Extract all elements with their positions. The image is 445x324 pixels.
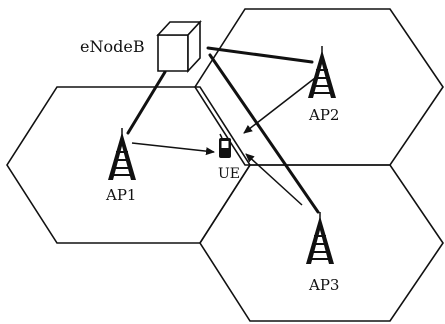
backhaul-link-ap2 xyxy=(206,46,314,64)
backhaul-link-ap3 xyxy=(208,53,320,214)
ap3-tower-icon xyxy=(306,212,334,264)
signal-arrow-ap3 xyxy=(245,153,303,206)
enodeb-label: eNodeB xyxy=(80,37,145,56)
ap1-tower-icon xyxy=(108,128,136,180)
backhaul-link-ap1 xyxy=(126,70,167,135)
signal-arrow-ap1 xyxy=(131,142,215,156)
cell-hexagon-ap3 xyxy=(199,164,444,322)
ue-phone-icon xyxy=(219,133,231,158)
ap2-label: AP2 xyxy=(308,106,339,124)
ap2-tower-icon xyxy=(308,46,336,98)
ap3-label: AP3 xyxy=(308,276,339,294)
enodeb-cube-icon xyxy=(156,19,202,74)
ap1-label: AP1 xyxy=(105,186,136,204)
signal-arrow-ap2 xyxy=(243,77,316,134)
ue-label: UE xyxy=(218,166,240,182)
